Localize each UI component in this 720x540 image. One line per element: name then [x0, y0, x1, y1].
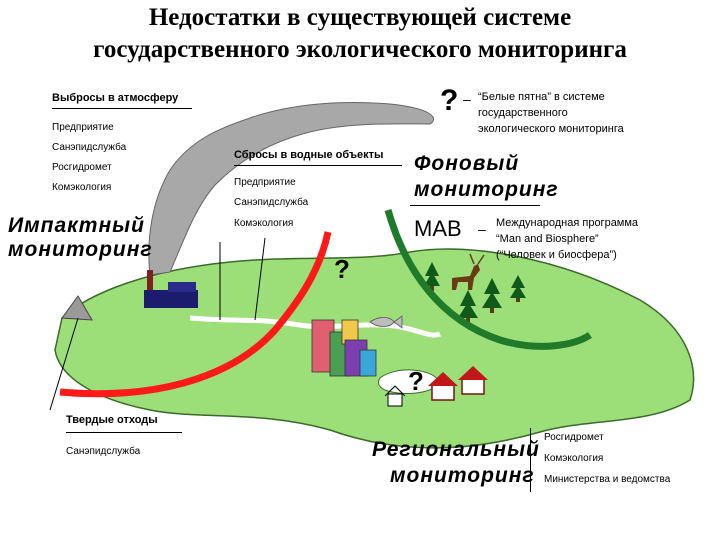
solid-waste-rule	[66, 432, 182, 433]
map-question-mark-2: ?	[408, 366, 424, 396]
well-icon	[384, 385, 406, 407]
mab-label: MAB	[414, 216, 462, 241]
fish-icon	[369, 315, 403, 329]
mab-line-1: Международная программа	[496, 217, 639, 229]
waste-mound	[61, 295, 93, 321]
tree-3	[482, 278, 502, 313]
water-rule	[234, 165, 402, 166]
mab-dash: –	[478, 221, 486, 237]
factory-stack	[147, 270, 153, 294]
map-question-mark-1: ?	[334, 254, 350, 284]
background-monitoring-line-1: Фоновый	[414, 152, 520, 175]
background-rule	[410, 205, 540, 206]
page-title: Недостатки в существующей системе госуда…	[0, 2, 720, 66]
atmosphere-heading: Выбросы в атмосферу	[52, 92, 179, 104]
solid-waste-heading: Твердые отходы	[66, 414, 158, 426]
regional-rule	[530, 428, 531, 492]
white-spots-line-2: государственного	[478, 107, 568, 119]
impact-monitoring-line-1: Импактный	[8, 214, 145, 237]
atmosphere-item: Предприятие	[52, 122, 114, 133]
water-item: Санэпидслужба	[234, 197, 309, 208]
mab-line-3: (“Человек и биосфера”)	[496, 249, 617, 261]
title-line-2: государственного экологического монитори…	[93, 36, 627, 63]
atmosphere-rule	[52, 108, 192, 109]
regional-item: Министерства и ведомства	[544, 474, 671, 485]
water-item: Комэкология	[234, 218, 294, 229]
atmosphere-item: Росгидромет	[52, 162, 112, 173]
atmosphere-item: Комэкология	[52, 182, 112, 193]
water-heading: Сбросы в водные объекты	[234, 149, 384, 161]
background-monitoring-line-2: мониторинг	[414, 178, 559, 201]
white-spots-line-1: “Белые пятна” в системе	[478, 91, 605, 103]
regional-item: Росгидромет	[544, 432, 604, 443]
land-area	[54, 248, 695, 449]
atmosphere-item: Санэпидслужба	[52, 142, 127, 153]
background-arc	[384, 209, 592, 350]
smoke-plume	[148, 102, 435, 276]
house-1	[428, 372, 458, 401]
white-spots-question-mark: ?	[440, 84, 459, 117]
tree-4	[510, 275, 526, 302]
house-2	[458, 366, 488, 395]
tree-2	[458, 290, 478, 323]
regional-monitoring-line-2: мониторинг	[390, 464, 535, 487]
water-item: Предприятие	[234, 177, 296, 188]
pointer-line-2	[254, 237, 266, 321]
solid-waste-item: Санэпидслужба	[66, 446, 141, 457]
regional-item: Комэкология	[544, 453, 604, 464]
title-line-1: Недостатки в существующей системе	[148, 4, 572, 31]
impact-monitoring-line-2: мониторинг	[8, 238, 153, 261]
impact-arc	[59, 231, 332, 398]
mab-line-2: “Man and Biosphere”	[496, 233, 599, 245]
factory-building	[144, 290, 198, 308]
white-spots-dash: –	[463, 91, 471, 107]
tree-1	[424, 262, 440, 291]
factory-building-2	[168, 282, 196, 292]
city-building-5	[359, 349, 377, 377]
white-spots-line-3: экологического мониторинга	[478, 123, 624, 135]
regional-monitoring-line-1: Региональный	[372, 438, 540, 461]
pointer-line-1	[49, 317, 79, 411]
elk-icon	[452, 253, 485, 290]
